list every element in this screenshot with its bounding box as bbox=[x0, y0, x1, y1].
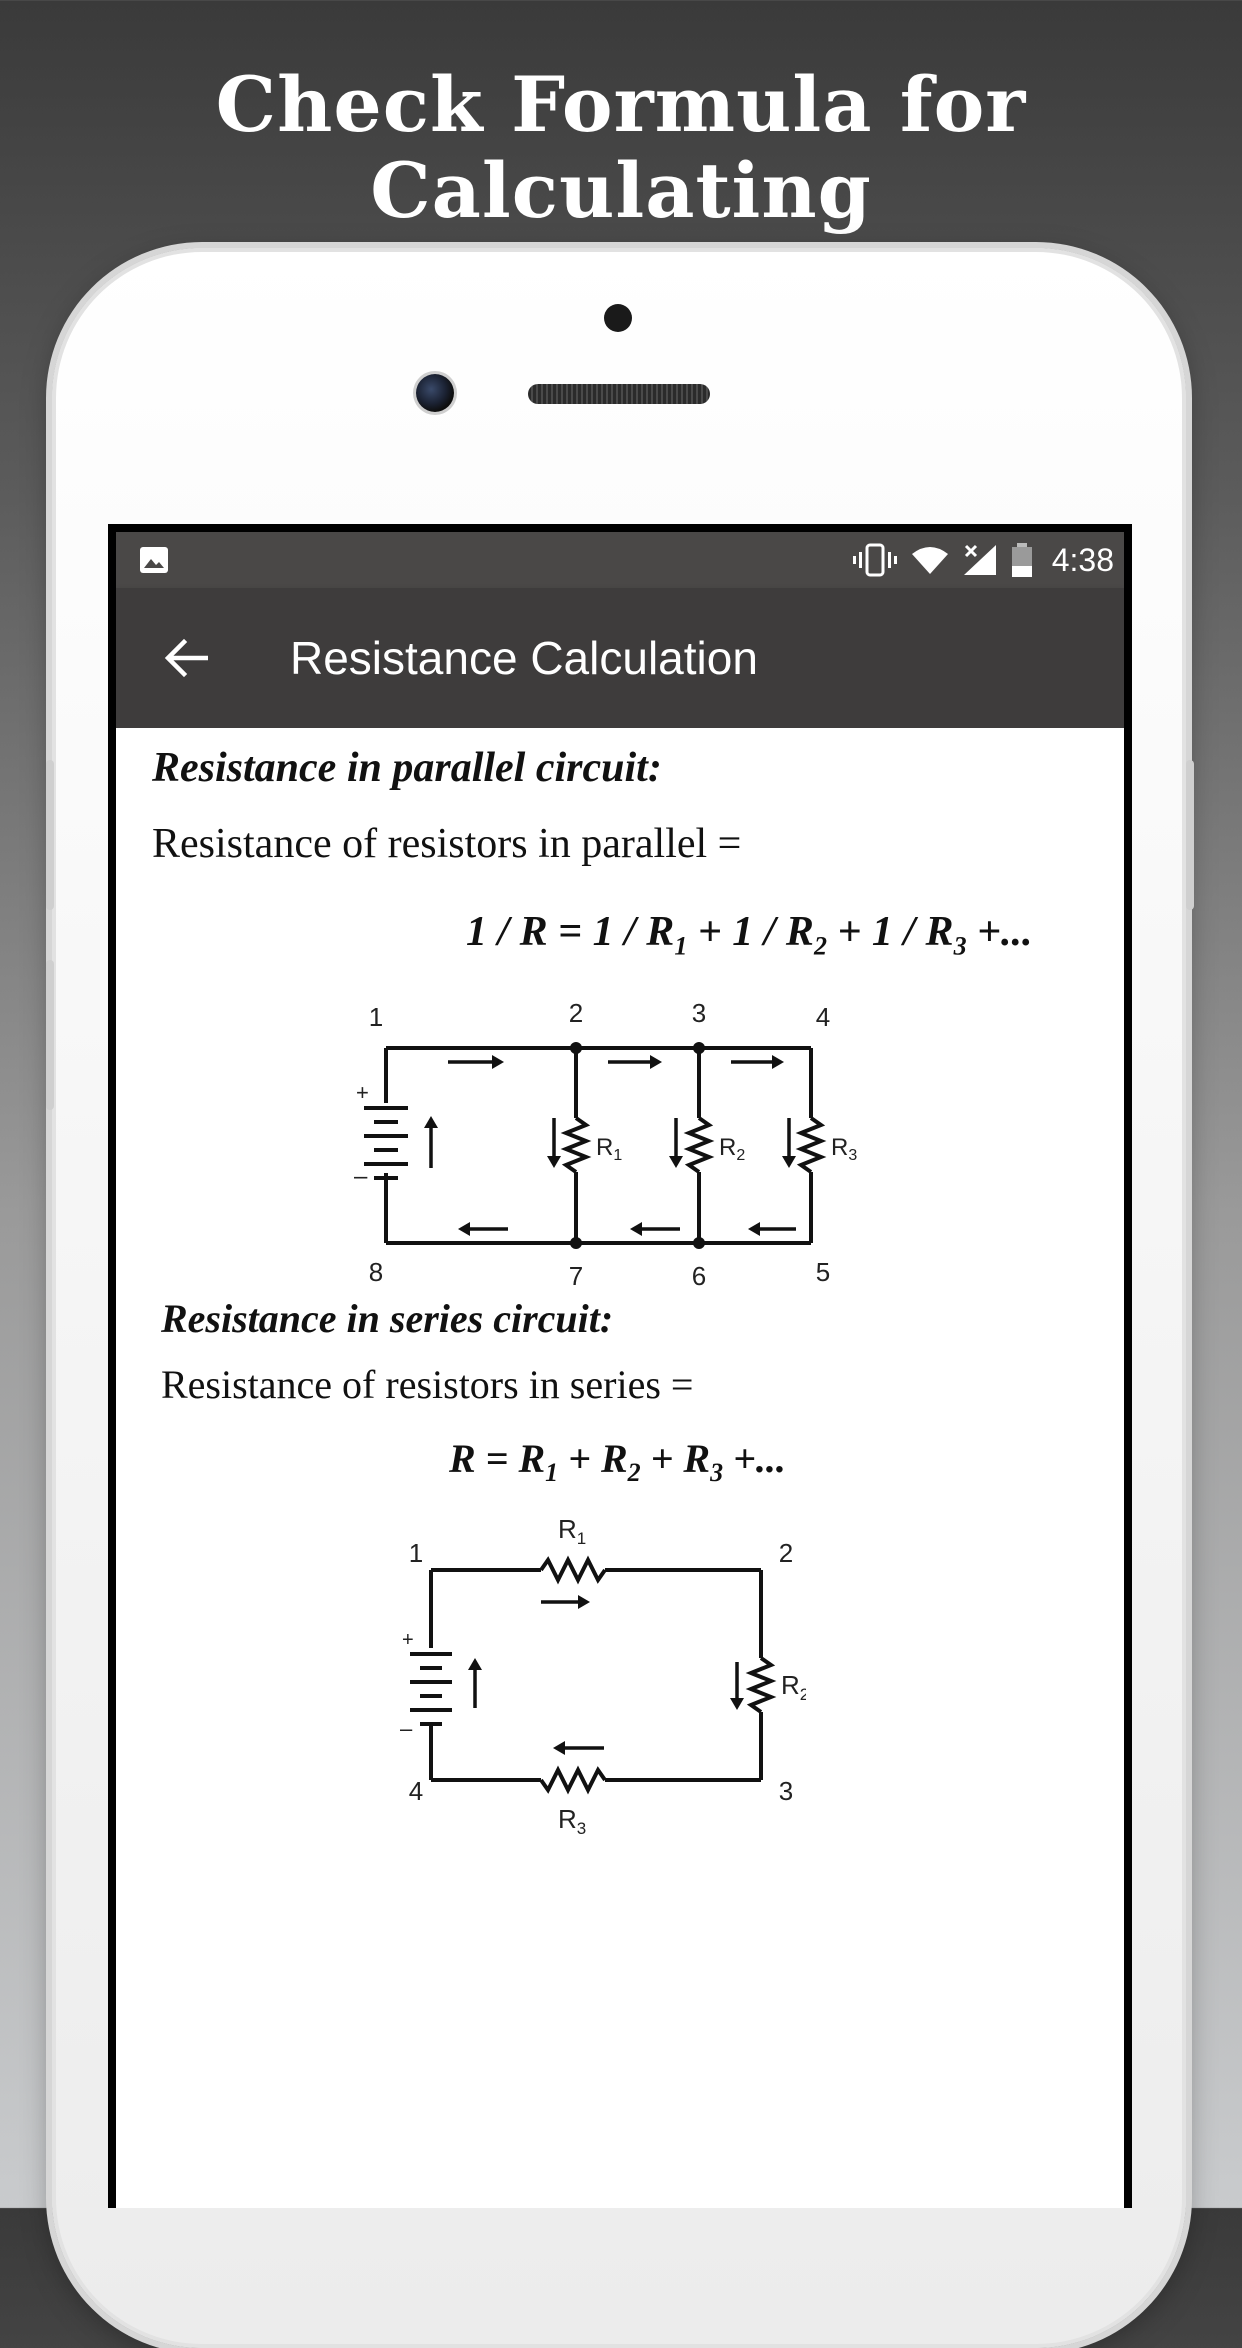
app-bar: Resistance Calculation bbox=[116, 588, 1124, 728]
resistor-subscript: 1 bbox=[577, 1529, 586, 1548]
signal-icon bbox=[963, 544, 996, 575]
promo-headline-line1: Check Formula for Calculating bbox=[215, 60, 1027, 235]
node-label-4: 4 bbox=[816, 1002, 830, 1032]
series-circuit-diagram: 1 2 3 4 + – R1 R2 R3 bbox=[400, 1514, 806, 1838]
resistor-label-r1: R1 bbox=[596, 1134, 622, 1164]
series-formula-sub2: 2 bbox=[627, 1458, 641, 1487]
series-formula-tail: +... bbox=[723, 1436, 786, 1481]
battery-minus-label: – bbox=[354, 1163, 368, 1190]
status-bar: 4:38 bbox=[116, 532, 1124, 588]
node-label-1: 1 bbox=[369, 1002, 383, 1032]
series-section-title: Resistance in series circuit: bbox=[161, 1296, 614, 1341]
resistor-letter: R bbox=[781, 1670, 800, 1700]
screen-content: 4:38 Resistance Calculation Resistance i… bbox=[116, 532, 1124, 2208]
resistor-subscript: 2 bbox=[800, 1685, 806, 1704]
phone-side-button-left bbox=[46, 760, 54, 910]
resistor-letter: R bbox=[558, 1804, 577, 1834]
resistor-letter: R bbox=[831, 1134, 848, 1161]
resistor-letter: R bbox=[596, 1134, 613, 1161]
node-label-8: 8 bbox=[369, 1257, 383, 1287]
earpiece-speaker bbox=[528, 384, 710, 404]
parallel-formula-sub2: 2 bbox=[813, 931, 827, 961]
wifi-icon bbox=[911, 547, 948, 574]
phone-side-button-left-2 bbox=[46, 960, 54, 1110]
series-battery-minus-label: – bbox=[400, 1716, 413, 1741]
parallel-description: Resistance of resistors in parallel = bbox=[152, 821, 742, 867]
resistor-label-r2: R2 bbox=[719, 1134, 745, 1164]
series-formula-part1: + R bbox=[558, 1436, 628, 1481]
node-label-5: 5 bbox=[816, 1257, 830, 1287]
parallel-section-title: Resistance in parallel circuit: bbox=[152, 745, 662, 791]
resistor-letter: R bbox=[558, 1514, 577, 1544]
parallel-formula-part2: + 1 / R bbox=[826, 909, 954, 955]
parallel-formula-sub1: 1 bbox=[674, 931, 688, 961]
status-time: 4:38 bbox=[1051, 541, 1114, 578]
parallel-formula-tail: +... bbox=[966, 909, 1033, 955]
content-area: Resistance in parallel circuit: Resistan… bbox=[116, 728, 1124, 2208]
series-node-label-2: 2 bbox=[779, 1538, 793, 1568]
image-icon bbox=[140, 547, 168, 573]
series-node-label-1: 1 bbox=[409, 1538, 423, 1568]
parallel-formula: 1 / R = 1 / R1 + 1 / R2 + 1 / R3 +... bbox=[466, 908, 1033, 961]
node-label-6: 6 bbox=[692, 1261, 706, 1288]
resistor-subscript: 1 bbox=[613, 1147, 622, 1164]
arrow-left-icon bbox=[164, 638, 208, 678]
node-label-3: 3 bbox=[692, 998, 706, 1028]
parallel-circuit-diagram: 1 2 3 4 5 6 7 8 + – R1 R2 R3 bbox=[354, 998, 857, 1288]
resistor-label-r3: R3 bbox=[831, 1134, 857, 1164]
series-formula-sub1: 1 bbox=[545, 1458, 559, 1487]
app-bar-title: Resistance Calculation bbox=[290, 632, 758, 684]
resistor-letter: R bbox=[719, 1134, 736, 1161]
series-node-label-3: 3 bbox=[779, 1776, 793, 1806]
series-battery-plus-label: + bbox=[402, 1629, 414, 1651]
phone-side-button-right bbox=[1186, 760, 1194, 910]
node-label-2: 2 bbox=[569, 998, 583, 1028]
battery-plus-label: + bbox=[356, 1080, 369, 1105]
phone-screen: 4:38 Resistance Calculation Resistance i… bbox=[108, 524, 1132, 2208]
resistor-subscript: 3 bbox=[577, 1819, 586, 1838]
series-formula: R = R1 + R2 + R3 +... bbox=[449, 1435, 786, 1488]
resistor-subscript: 3 bbox=[848, 1147, 857, 1164]
vibrate-icon bbox=[852, 543, 897, 577]
battery-icon bbox=[1011, 543, 1032, 577]
node-label-7: 7 bbox=[569, 1261, 583, 1288]
series-formula-sub3: 3 bbox=[710, 1458, 724, 1487]
parallel-formula-lhs: 1 / R = 1 / R bbox=[466, 909, 675, 955]
status-icons: 4:38 bbox=[852, 532, 1114, 588]
back-button[interactable] bbox=[156, 628, 216, 688]
series-resistor-label-r1: R1 bbox=[558, 1514, 586, 1548]
proximity-sensor bbox=[604, 304, 632, 332]
series-resistor-label-r2: R2 bbox=[781, 1670, 806, 1704]
parallel-formula-part1: + 1 / R bbox=[687, 909, 814, 955]
resistor-subscript: 2 bbox=[736, 1147, 745, 1164]
series-node-label-4: 4 bbox=[409, 1776, 423, 1806]
series-resistor-label-r3: R3 bbox=[558, 1804, 586, 1838]
series-formula-part2: + R bbox=[640, 1436, 711, 1481]
front-camera bbox=[416, 374, 454, 412]
series-formula-lhs: R = R bbox=[449, 1436, 546, 1481]
parallel-formula-sub3: 3 bbox=[953, 931, 967, 961]
series-description: Resistance of resistors in series = bbox=[161, 1362, 694, 1407]
